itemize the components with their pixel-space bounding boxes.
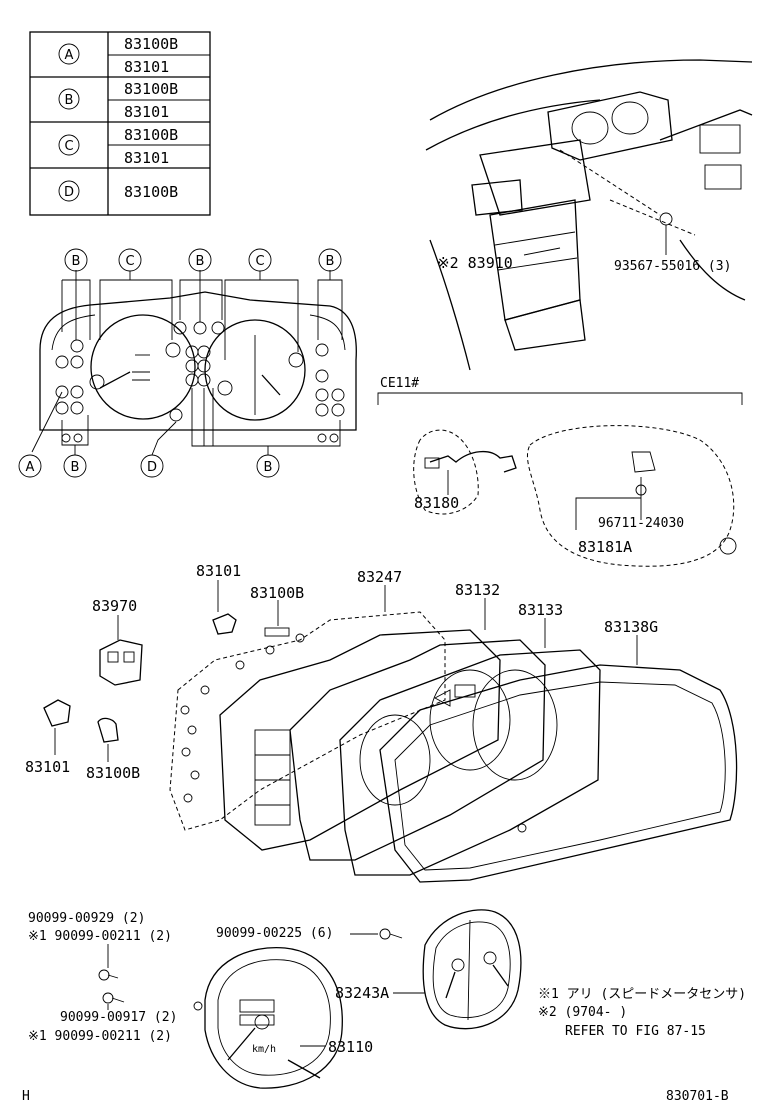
fastener-90099-00211-b: ※1 90099-00211 (2) [28,1029,172,1044]
legend-key-a: A [65,48,74,63]
notes: ※1 アリ (スピードメータセンサ) ※2 (9704- ) REFER TO … [538,987,746,1039]
callout-top-5: B [326,254,335,269]
legend-table: A B C D 83100B 83101 83100B 83101 83100B… [29,31,211,216]
callout-bottom-2: B [71,460,80,475]
label-96711-24030: 96711-24030 [598,516,684,531]
kmh-label: km/h [252,1044,276,1055]
legend-a-part-1: 83100B [124,35,178,53]
gauges: km/h 83243A 83110 [193,909,522,1089]
note-2: ※2 (9704- ) [538,1005,627,1020]
label-83180: 83180 [414,494,459,512]
cluster-front-view [31,270,357,456]
fastener-90099-00929: 90099-00929 (2) [28,911,145,926]
cluster-callouts: B C B C B A B D B [18,248,342,478]
label-83910: ※2 83910 [437,254,513,272]
label-83101-bottom: 83101 [25,758,70,776]
label-83132: 83132 [455,581,500,599]
legend-d-part-1: 83100B [124,183,178,201]
legend-c-part-2: 83101 [124,149,169,167]
fasteners: 90099-00929 (2) ※1 90099-00211 (2) 90099… [28,911,403,1044]
callout-bottom-3: D [147,460,157,475]
label-83101-top: 83101 [196,562,241,580]
exploded-cluster: 83970 83101 83100B 83247 83132 83133 831… [25,562,738,883]
label-83181a: 83181A [578,538,632,556]
label-83243a: 83243A [335,984,389,1002]
legend-key-b: B [65,93,74,108]
note-3: REFER TO FIG 87-15 [565,1024,706,1039]
label-83133: 83133 [518,601,563,619]
callout-top-2: C [125,254,134,269]
legend-b-part-1: 83100B [124,80,178,98]
footer-left: H [22,1089,30,1104]
legend-c-part-1: 83100B [124,126,178,144]
label-93567-55016: 93567-55016 (3) [614,259,731,274]
note-1: ※1 アリ (スピードメータセンサ) [538,987,746,1002]
fastener-90099-00211-a: ※1 90099-00211 (2) [28,929,172,944]
footer-figure-code: 830701-B [666,1089,729,1104]
label-83247: 83247 [357,568,402,586]
legend-key-d: D [64,185,74,200]
legend-a-part-2: 83101 [124,58,169,76]
fastener-90099-00917: 90099-00917 (2) [60,1010,177,1025]
dashboard-sketch [425,59,753,371]
label-83138g: 83138G [604,618,658,636]
ce11-heading: CE11# [380,376,419,391]
ce11-section: CE11# 83180 96711-24030 83181A [377,376,743,567]
label-83100b-top: 83100B [250,584,304,602]
callout-bottom-1: A [26,460,35,475]
legend-key-c: C [64,139,73,154]
label-83110: 83110 [328,1038,373,1056]
callout-top-3: B [196,254,205,269]
callout-top-4: C [255,254,264,269]
label-83100b-bottom: 83100B [86,764,140,782]
fastener-90099-00225: 90099-00225 (6) [216,926,333,941]
legend-b-part-2: 83101 [124,103,169,121]
label-83970: 83970 [92,597,137,615]
callout-top-1: B [72,254,81,269]
callout-bottom-4: B [264,460,273,475]
